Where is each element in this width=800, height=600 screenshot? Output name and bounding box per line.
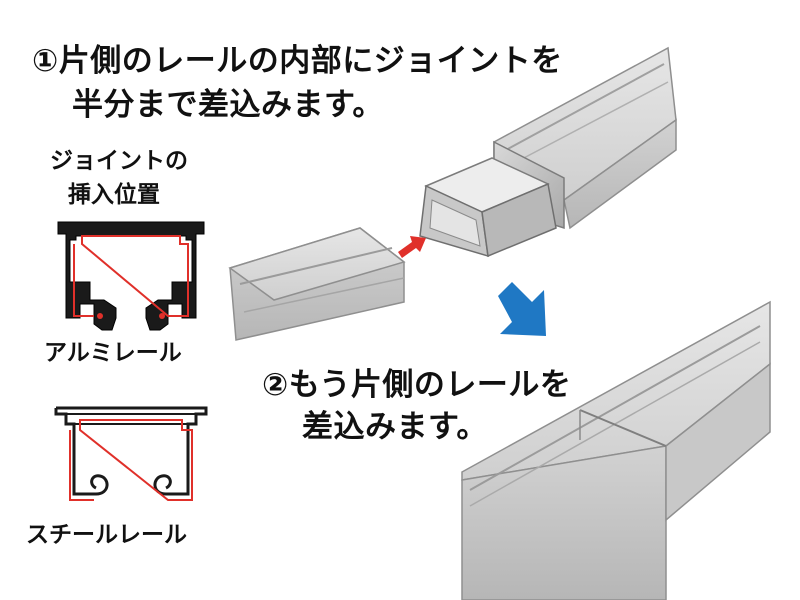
aluminum-rail-profile	[57, 221, 205, 331]
right-rail-with-joint	[419, 46, 677, 258]
step2-line1: ②もう片側のレールを	[262, 367, 572, 403]
step1-line1: ①片側のレールの内部にジョイントを	[32, 43, 563, 79]
left-rail-segment	[228, 227, 406, 341]
aluminum-rail-label: アルミレール	[44, 340, 182, 366]
blue-arrow	[498, 282, 546, 336]
joined-rails	[461, 300, 771, 600]
joint-position-line2: 挿入位置	[68, 182, 160, 208]
steel-rail-label: スチールレール	[26, 522, 187, 548]
joint-position-line1: ジョイントの	[50, 148, 188, 174]
red-arrow	[398, 236, 426, 258]
steel-rail-profile	[54, 406, 208, 501]
step1-line2: 半分まで差込みます。	[72, 87, 384, 123]
step2-line2: 差込みます。	[302, 409, 488, 445]
